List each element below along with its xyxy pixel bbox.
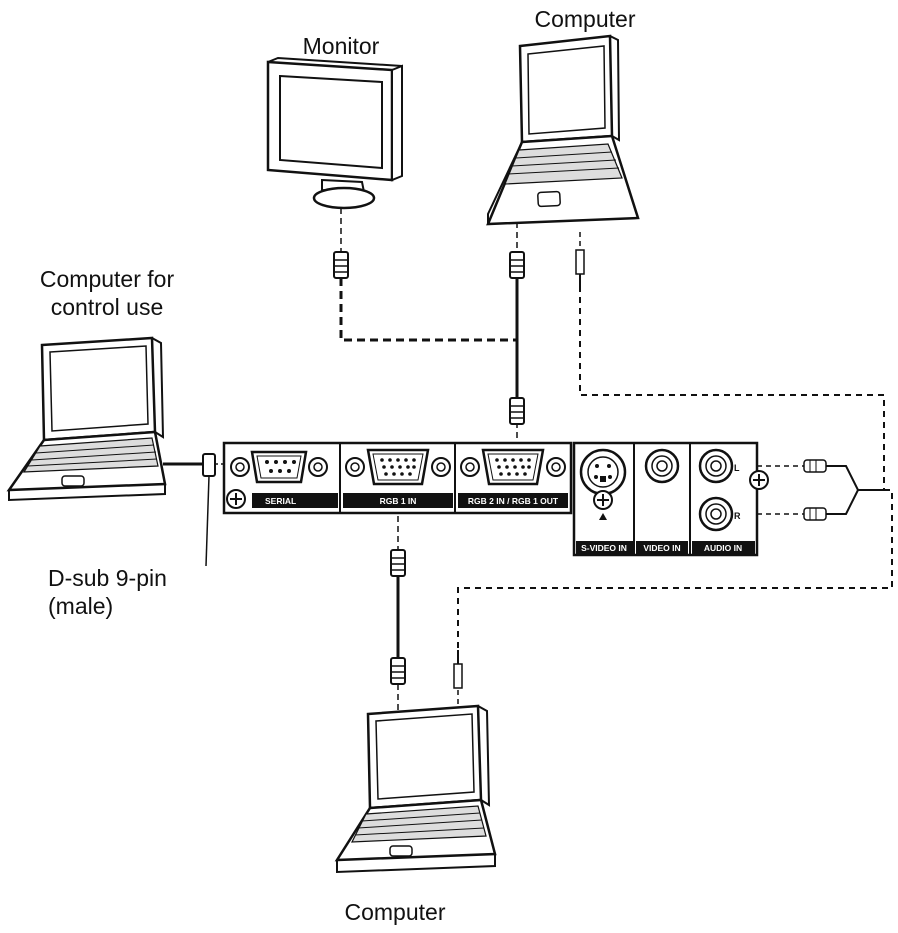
s-video-in-label: S-VIDEO IN <box>581 543 627 553</box>
control-computer-label-line2: control use <box>50 294 164 320</box>
ground-screw-icon <box>749 470 769 490</box>
audio-split-r <box>826 489 859 515</box>
dsub9-plug-icon <box>202 453 216 477</box>
audio-in-l-port <box>698 448 734 484</box>
vga-plug-icon <box>390 657 406 685</box>
rgb1-in-label: RGB 1 IN <box>380 496 417 506</box>
audio-l-marker: L <box>734 463 740 473</box>
ground-screw-icon <box>226 489 246 509</box>
video-label-bar <box>636 541 688 554</box>
serial-label: SERIAL <box>265 496 296 506</box>
rgb-out-dashed-cable <box>339 278 517 342</box>
vga-plug-icon <box>509 397 525 425</box>
vga-plug-icon <box>390 549 406 577</box>
rgb1-in-label-bar <box>343 493 453 508</box>
bottom-computer-laptop-icon <box>334 704 497 874</box>
s-video-in-port <box>579 448 627 520</box>
computer-bottom-label: Computer <box>344 899 446 925</box>
s-video-label-bar <box>576 541 633 554</box>
control-computer-laptop-icon <box>6 336 167 502</box>
audio-r-marker: R <box>734 511 741 521</box>
dsub-label-line2: (male) <box>48 593 114 619</box>
rca-plug-icon <box>803 507 827 521</box>
rca-plug-icon <box>803 459 827 473</box>
rgb2-in-rgb1-out-label: RGB 2 IN / RGB 1 OUT <box>468 496 559 506</box>
audio-mini-plug-icon <box>575 249 585 286</box>
bottom-audio-cable <box>457 489 893 650</box>
rgb2-in-rgb1-out-port <box>460 448 566 486</box>
control-computer-label-line1: Computer for <box>39 266 175 292</box>
dsub-label-line1: D-sub 9-pin <box>48 565 167 591</box>
monitor-label: Monitor <box>302 33 380 59</box>
serial-port <box>230 450 328 484</box>
dsub-pointer-line <box>205 475 210 567</box>
audio-split-l <box>826 465 884 491</box>
connectors <box>202 249 827 689</box>
projector-panel: SERIAL RGB 1 IN RGB 2 IN / RGB 1 OUT <box>222 441 769 557</box>
audio-in-label: AUDIO IN <box>704 543 742 553</box>
video-in-port <box>644 448 680 484</box>
vga-plug-icon <box>509 251 525 279</box>
computer-top-label: Computer <box>534 6 636 32</box>
serial-label-bar <box>252 493 338 508</box>
monitor-icon <box>266 56 403 210</box>
rgb2-label-bar <box>458 493 568 508</box>
vga-plug-icon <box>333 251 349 279</box>
audio-mini-plug-icon <box>453 650 463 689</box>
top-computer-laptop-icon <box>486 34 640 226</box>
audio-in-r-port <box>698 496 734 532</box>
audio-label-bar <box>692 541 755 554</box>
video-in-label: VIDEO IN <box>643 543 680 553</box>
rgb1-in-port <box>345 448 451 486</box>
